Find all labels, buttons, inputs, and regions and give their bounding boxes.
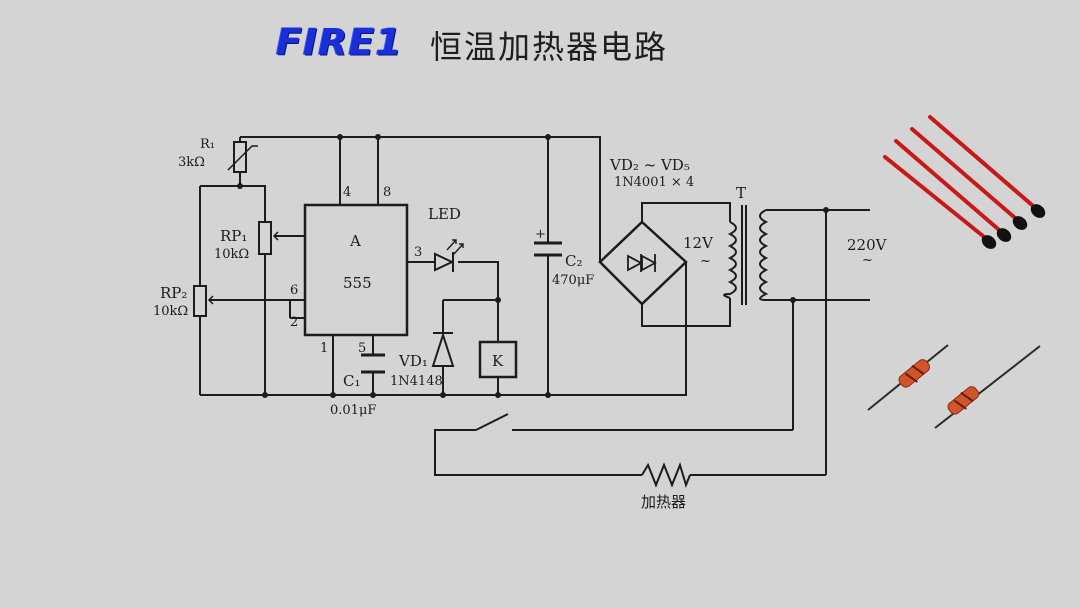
pin-8-label: 8 [383,185,391,200]
pin-5-label: 5 [358,341,366,356]
transformer: T 12V ~ [683,184,769,305]
diode-vd1: VD₁ 1N4148 [390,331,455,389]
svg-text:~: ~ [700,254,711,269]
rp2-name: RP₂ [160,284,187,302]
rp1-name: RP₁ [220,227,247,245]
bridge-part: 1N4001 × 4 [614,175,694,190]
ic-part: 555 [343,274,372,292]
mains-voltage: 220V [847,236,888,254]
relay-label: K [492,352,504,370]
potentiometer-rp2: RP₂ 10kΩ [153,284,218,319]
mains-input: 220V ~ [847,236,888,268]
c1-value: 0.01μF [330,403,376,418]
pin-1-label: 1 [320,341,328,356]
svg-text:+: + [535,227,546,242]
axial-resistor-icon [867,344,1041,429]
pin-4-label: 4 [343,185,351,200]
pin-2-label: 2 [290,315,298,330]
wires [199,136,870,476]
r1-value: 3kΩ [178,155,205,170]
bridge-name: VD₂ ~ VD₅ [609,156,690,174]
capacitor-c1: C₁ 0.01μF [330,353,385,418]
potentiometer-rp1: RP₁ 10kΩ [214,221,283,262]
rp2-value: 10kΩ [153,304,188,319]
c2-name: C₂ [565,252,583,270]
ic-555: A 555 4 8 6 2 1 5 3 [290,185,422,356]
vd1-part: 1N4148 [390,374,443,389]
transformer-label: T [736,184,746,202]
ic-name: A [349,232,361,250]
fire1-logo: FIRE1 [276,21,403,63]
page-title: 恒温加热器电路 [430,28,669,66]
led-icon: LED [428,205,464,272]
pin-6-label: 6 [290,283,298,298]
rp1-value: 10kΩ [214,247,249,262]
svg-text:~: ~ [862,253,873,268]
c2-value: 470μF [552,273,594,288]
thermistor-probe-icon [883,115,1046,249]
bridge-rectifier: VD₂ ~ VD₅ 1N4001 × 4 [598,156,694,306]
heater-element: 加热器 [641,461,691,511]
pin-3-label: 3 [414,245,422,260]
capacitor-c2: + C₂ 470μF [534,227,594,288]
c1-name: C₁ [343,372,361,390]
secondary-voltage: 12V [683,234,714,252]
resistor-r1: R₁ 3kΩ [178,137,258,173]
heater-label: 加热器 [641,493,686,511]
relay-switch [475,413,509,431]
relay-coil: K [478,340,518,379]
vd1-name: VD₁ [398,352,428,370]
junction-dots [237,134,829,398]
r1-name: R₁ [200,137,215,152]
led-label: LED [428,205,461,223]
